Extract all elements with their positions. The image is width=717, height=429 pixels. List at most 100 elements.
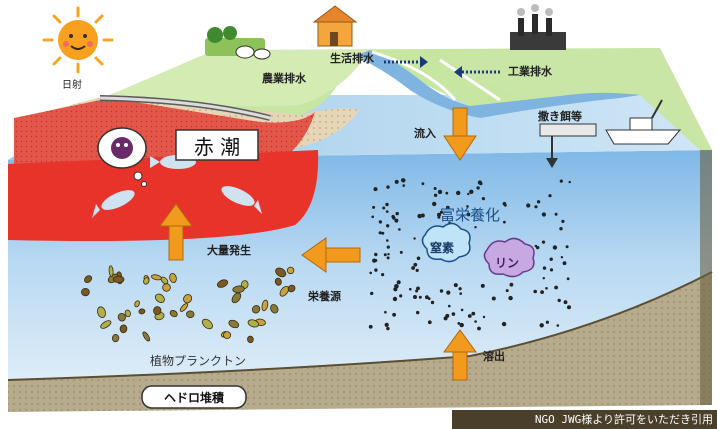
plankton-cell (138, 308, 146, 315)
nutrient-dot (369, 271, 373, 275)
nutrient-dot (413, 237, 416, 240)
plankton-cell (134, 300, 140, 308)
nutrient-source-arrow (301, 237, 361, 273)
plankton-cell (216, 279, 229, 288)
nutrient-dot (398, 228, 401, 231)
nutrient-dot (548, 194, 552, 198)
nutrient-dot (370, 291, 374, 296)
nutrient-dot (533, 289, 537, 294)
nutrient-dot (396, 280, 401, 285)
nutrient-dot (394, 218, 399, 223)
nutrient-dot (562, 261, 567, 266)
mass-outbreak-arrow (159, 203, 193, 261)
nutrient-dot (534, 205, 538, 209)
nutrient-dot (559, 179, 563, 183)
nutrient-dot (413, 262, 418, 267)
nutrient-dot (466, 205, 469, 208)
nutrient-dot (446, 290, 451, 295)
nutrient-dot (427, 297, 431, 300)
nutrient-dot (386, 224, 390, 228)
nutrient-dot (451, 312, 456, 316)
nutrient-dot (445, 191, 449, 195)
credit-text: NGO JWG様より許可をいただき引用 (534, 413, 713, 426)
plankton-cell (142, 331, 151, 342)
nutrient-dot (378, 231, 382, 235)
nutrient-dot (566, 277, 570, 281)
nutrient-dot (501, 321, 507, 327)
nutrient-dot (399, 294, 403, 298)
nutrient-dot (437, 215, 441, 219)
nutrient-dot (392, 312, 396, 317)
nitrogen-bubble (421, 222, 471, 263)
river (355, 50, 640, 118)
fish-icon-1 (92, 190, 135, 218)
plankton-cell (275, 267, 287, 278)
mass-outbreak-label: 大量発生 (207, 244, 251, 257)
inflow-label: 流入 (414, 127, 436, 140)
nutrient-dot (477, 326, 481, 331)
plankton-cell (270, 304, 279, 314)
nutrient-dot (425, 295, 429, 300)
plankton-cell (81, 287, 90, 297)
nutrient-dot (427, 320, 432, 325)
plankton-cell (117, 312, 126, 322)
red-tide-label: 赤 潮 (193, 134, 241, 159)
nutrient-dot (545, 287, 548, 290)
sludge-label-box (141, 385, 247, 409)
plankton-cell (111, 334, 120, 343)
nutrient-dot (565, 245, 569, 249)
boat-icon (605, 99, 682, 145)
nutrient-dot (539, 323, 544, 328)
plankton-cell (247, 335, 254, 344)
nutrient-dot (416, 310, 420, 315)
nutrient-dot (545, 320, 550, 324)
nutrient-dot (554, 212, 558, 216)
nutrient-dot (381, 231, 385, 235)
nutrient-dot (445, 205, 450, 210)
nutrient-dot (460, 308, 464, 312)
plankton-cell (84, 275, 93, 284)
plankton-cell (247, 319, 259, 328)
dissolution-arrow (443, 329, 477, 381)
factory-icon (510, 4, 566, 50)
plankton-cell (279, 286, 289, 297)
nutrient-dot (477, 180, 482, 185)
nutrient-dot (439, 289, 444, 293)
sun-icon (42, 6, 114, 74)
nutrient-dot (561, 219, 565, 223)
nutrient-dot (541, 240, 546, 244)
nutrient-dot (504, 203, 507, 207)
nutrient-dot (385, 202, 389, 207)
drain-pipe-agricultural (99, 95, 271, 121)
nutrient-dot (554, 285, 558, 290)
plankton-cell (100, 320, 112, 329)
plankton-cell (112, 275, 125, 284)
nutrient-dot (413, 295, 417, 299)
phytoplankton-label: 植物プランクトン (150, 354, 247, 368)
fish-icon-3 (221, 186, 262, 214)
nutrient-dot (378, 220, 383, 224)
nutrient-dot (509, 282, 514, 287)
nutrient-dot (409, 287, 412, 291)
nutrient-dot (374, 252, 378, 257)
nutrient-dot (394, 179, 399, 184)
nutrient-dot (421, 182, 425, 186)
nutrient-dot (374, 268, 378, 272)
plankton-cell (231, 292, 242, 304)
eutrophication-label: 富栄養化 (440, 206, 501, 224)
nutrient-dot (374, 259, 378, 262)
nutrient-dot (549, 257, 553, 261)
nutrient-dot (394, 284, 399, 289)
land-right (440, 48, 712, 150)
nutrient-dot (395, 211, 399, 216)
nutrient-dot (459, 322, 464, 328)
nutrient-dot (471, 311, 476, 316)
nutrient-dot (458, 287, 462, 291)
nutrient-dot (448, 304, 451, 308)
nutrient-dot (382, 206, 386, 210)
nutrient-dot (381, 273, 385, 277)
nutrient-dot (416, 286, 420, 291)
nutrient-dot (467, 192, 470, 196)
nutrient-particles (368, 178, 571, 331)
